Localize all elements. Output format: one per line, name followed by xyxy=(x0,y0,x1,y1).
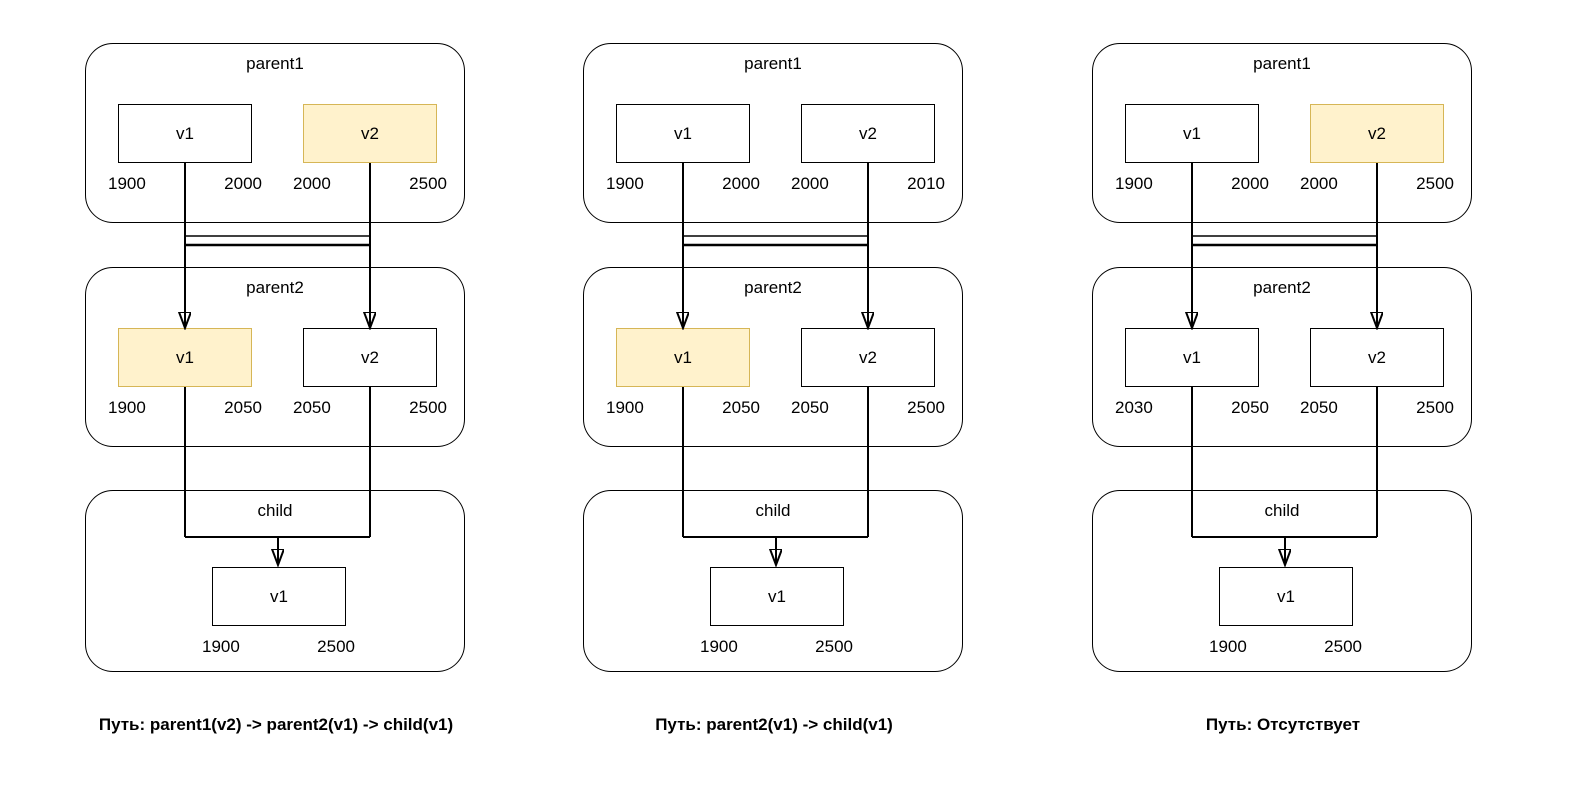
range-end: 2500 xyxy=(409,398,447,417)
range-end: 2050 xyxy=(722,398,760,417)
range-end: 2500 xyxy=(1416,174,1454,193)
parent1-v2-range: 2000 2500 xyxy=(1300,174,1454,193)
parent1-v2-label: v2 xyxy=(1368,123,1386,143)
range-end: 2500 xyxy=(1416,398,1454,417)
parent1-v1-label: v1 xyxy=(176,123,194,143)
parent2-v1-range: 1900 2050 xyxy=(606,398,760,417)
path-caption: Путь: Отсутствует xyxy=(1205,715,1361,734)
parent1-v1-label: v1 xyxy=(1183,123,1201,143)
parent2-v1-label: v1 xyxy=(176,347,194,367)
parent1-v2-label: v2 xyxy=(859,123,877,143)
range-end: 2000 xyxy=(1231,174,1269,193)
parent2-title: parent2 xyxy=(1253,278,1311,297)
range-start: 2050 xyxy=(1300,398,1338,417)
range-start: 2030 xyxy=(1115,398,1153,417)
parent1-title: parent1 xyxy=(246,54,304,73)
path-caption: Путь: parent1(v2) -> parent2(v1) -> chil… xyxy=(98,715,454,734)
range-start: 1900 xyxy=(1115,174,1153,193)
child-v1-node: v1 xyxy=(710,567,844,626)
parent2-v2-node: v2 xyxy=(1310,328,1444,387)
range-end: 2000 xyxy=(224,174,262,193)
range-end: 2500 xyxy=(1324,637,1362,656)
parent1-v1-node: v1 xyxy=(616,104,750,163)
range-start: 2000 xyxy=(1300,174,1338,193)
parent2-title: parent2 xyxy=(246,278,304,297)
parent1-v2-range: 2000 2010 xyxy=(791,174,945,193)
parent2-v2-node: v2 xyxy=(801,328,935,387)
range-start: 1900 xyxy=(700,637,738,656)
parent1-v1-range: 1900 2000 xyxy=(108,174,262,193)
range-start: 2050 xyxy=(293,398,331,417)
child-v1-range: 1900 2500 xyxy=(700,637,853,656)
parent2-v2-label: v2 xyxy=(1368,347,1386,367)
range-start: 2000 xyxy=(791,174,829,193)
range-start: 2050 xyxy=(791,398,829,417)
range-start: 1900 xyxy=(606,174,644,193)
range-start: 1900 xyxy=(108,174,146,193)
parent2-v1-node: v1 xyxy=(1125,328,1259,387)
range-end: 2500 xyxy=(815,637,853,656)
parent2-v1-node: v1 xyxy=(616,328,750,387)
parent2-v1-node: v1 xyxy=(118,328,252,387)
parent2-v1-range: 1900 2050 xyxy=(108,398,262,417)
range-start: 1900 xyxy=(202,637,240,656)
parent1-title: parent1 xyxy=(1253,54,1311,73)
diagram-1: parent1 v1 v2 1900 2000 2000 2500 parent… xyxy=(85,43,467,753)
child-title: child xyxy=(257,501,293,520)
child-v1-range: 1900 2500 xyxy=(1209,637,1362,656)
child-v1-range: 1900 2500 xyxy=(202,637,355,656)
child-v1-label: v1 xyxy=(270,586,288,606)
diagram-3: parent1 v1 v2 1900 2000 2000 2500 parent… xyxy=(1092,43,1474,753)
range-start: 1900 xyxy=(606,398,644,417)
range-start: 2000 xyxy=(293,174,331,193)
child-v1-node: v1 xyxy=(1219,567,1353,626)
parent2-v2-range: 2050 2500 xyxy=(293,398,447,417)
parent1-v2-range: 2000 2500 xyxy=(293,174,447,193)
range-end: 2050 xyxy=(224,398,262,417)
parent2-v2-range: 2050 2500 xyxy=(1300,398,1454,417)
child-title: child xyxy=(755,501,791,520)
parent2-v2-label: v2 xyxy=(361,347,379,367)
child-title: child xyxy=(1264,501,1300,520)
parent2-title: parent2 xyxy=(744,278,802,297)
parent1-v1-node: v1 xyxy=(118,104,252,163)
parent2-v2-node: v2 xyxy=(303,328,437,387)
parent1-v2-label: v2 xyxy=(361,123,379,143)
parent1-title: parent1 xyxy=(744,54,802,73)
child-v1-label: v1 xyxy=(1277,586,1295,606)
parent2-v1-label: v1 xyxy=(674,347,692,367)
parent1-v2-node: v2 xyxy=(1310,104,1444,163)
parent1-v1-range: 1900 2000 xyxy=(606,174,760,193)
path-caption: Путь: parent2(v1) -> child(v1) xyxy=(655,715,893,734)
diagram-2: parent1 v1 v2 1900 2000 2000 2010 parent… xyxy=(583,43,965,753)
range-end: 2010 xyxy=(907,174,945,193)
range-start: 1900 xyxy=(108,398,146,417)
parent2-v1-label: v1 xyxy=(1183,347,1201,367)
range-end: 2500 xyxy=(409,174,447,193)
child-v1-label: v1 xyxy=(768,586,786,606)
parent1-v1-node: v1 xyxy=(1125,104,1259,163)
parent1-v1-label: v1 xyxy=(674,123,692,143)
range-end: 2500 xyxy=(907,398,945,417)
parent2-v2-label: v2 xyxy=(859,347,877,367)
range-end: 2500 xyxy=(317,637,355,656)
parent2-v1-range: 2030 2050 xyxy=(1115,398,1269,417)
parent1-v2-node: v2 xyxy=(801,104,935,163)
range-start: 1900 xyxy=(1209,637,1247,656)
parent2-v2-range: 2050 2500 xyxy=(791,398,945,417)
range-end: 2050 xyxy=(1231,398,1269,417)
child-v1-node: v1 xyxy=(212,567,346,626)
parent1-v1-range: 1900 2000 xyxy=(1115,174,1269,193)
range-end: 2000 xyxy=(722,174,760,193)
parent1-v2-node: v2 xyxy=(303,104,437,163)
